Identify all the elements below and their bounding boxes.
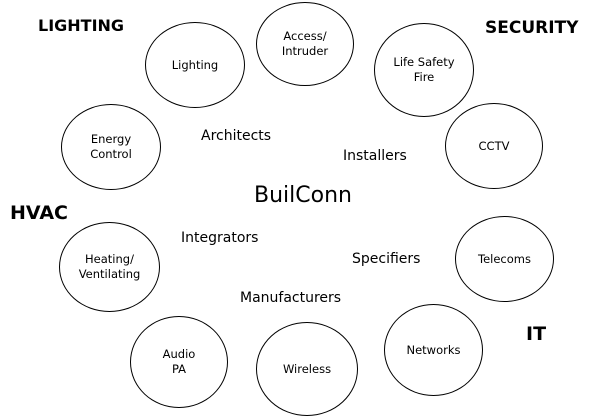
node-audio-pa: Audio PA xyxy=(130,316,228,408)
category-lighting: LIGHTING xyxy=(38,16,125,35)
role-manufacturers: Manufacturers xyxy=(240,290,342,306)
category-hvac: HVAC xyxy=(10,202,68,224)
role-installers: Installers xyxy=(343,148,407,164)
node-access-intruder: Access/ Intruder xyxy=(256,2,354,86)
node-life-safety-fire-line1: Life Safety xyxy=(393,55,455,69)
category-it: IT xyxy=(526,323,547,345)
node-networks: Networks xyxy=(384,304,483,396)
role-architects: Architects xyxy=(201,128,272,144)
node-lighting-label: Lighting xyxy=(171,57,219,72)
node-telecoms: Telecoms xyxy=(455,216,554,302)
node-wireless: Wireless xyxy=(256,322,358,416)
node-cctv: CCTV xyxy=(445,103,543,189)
category-security: SECURITY xyxy=(485,18,579,38)
node-life-safety-fire-line2: Fire xyxy=(413,70,435,84)
center-label: BuilConn xyxy=(254,183,352,208)
role-specifiers: Specifiers xyxy=(352,251,421,267)
node-energy-control-line2: Control xyxy=(90,147,132,161)
node-access-intruder-line2: Intruder xyxy=(281,44,329,58)
node-wireless-label: Wireless xyxy=(282,361,332,376)
node-audio-pa-line1: Audio xyxy=(162,347,196,361)
node-energy-control-line1: Energy xyxy=(90,132,132,146)
node-life-safety-fire: Life Safety Fire xyxy=(374,23,474,117)
node-energy-control: Energy Control xyxy=(61,104,161,190)
node-heating-ventilating-line2: Ventilating xyxy=(78,267,141,281)
node-networks-label: Networks xyxy=(406,342,461,357)
node-telecoms-label: Telecoms xyxy=(478,251,531,266)
node-heating-ventilating-line1: Heating/ xyxy=(85,252,134,266)
role-integrators: Integrators xyxy=(181,230,259,246)
node-cctv-label: CCTV xyxy=(478,138,510,153)
node-audio-pa-line2: PA xyxy=(171,362,187,376)
node-heating-ventilating: Heating/ Ventilating xyxy=(59,222,160,312)
node-lighting: Lighting xyxy=(145,22,245,108)
node-access-intruder-line1: Access/ xyxy=(283,29,327,43)
